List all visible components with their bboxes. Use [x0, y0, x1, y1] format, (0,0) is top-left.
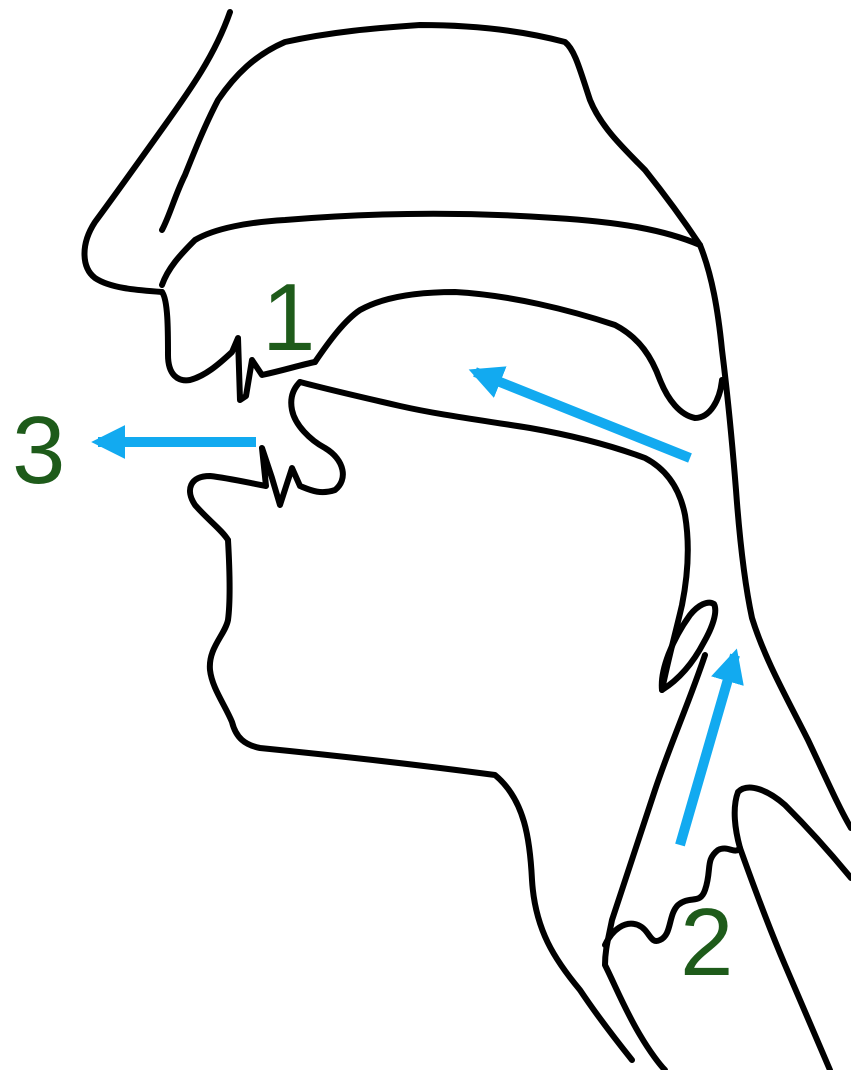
epiglottis-outline: [662, 603, 715, 690]
head-outline: [84, 12, 851, 1070]
larynx-front-outline: [605, 655, 705, 1070]
label-one: 1: [262, 264, 315, 371]
nose-bridge-outline: [84, 12, 230, 292]
lower-lip-outline: [190, 382, 343, 540]
trachea-back-outline: [740, 848, 830, 1070]
tongue-outline: [300, 382, 688, 690]
pharynx-back-wall-outline: [700, 245, 851, 828]
arrow-up-icon: [680, 655, 735, 845]
nasal-cavity-outline: [162, 25, 700, 285]
arrow-up-left-icon: [475, 372, 690, 458]
label-three: 3: [12, 397, 65, 504]
chin-outline: [210, 540, 632, 1060]
airflow-arrows: [98, 372, 735, 845]
label-two: 2: [680, 889, 733, 996]
